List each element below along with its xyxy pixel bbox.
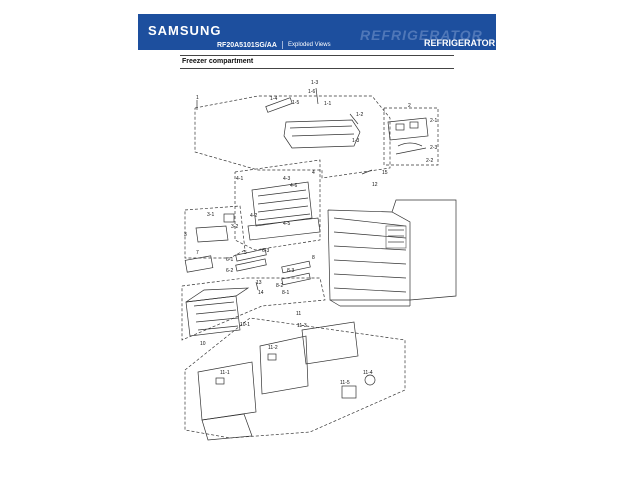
callout-8-2: 8-2 [276, 283, 284, 289]
callout-1-6: 1-6 [308, 89, 316, 95]
callout-11-2: 11-2 [268, 345, 278, 351]
callout-12: 12 [372, 182, 378, 188]
callout-4-2: 4-2 [250, 213, 258, 219]
rear-panel-assembly [197, 321, 376, 441]
callout-7: 7 [196, 250, 199, 256]
callout-10: 10 [200, 341, 206, 347]
group-outline-11 [184, 317, 406, 439]
callout-3: 3 [184, 232, 187, 238]
callout-6-2: 6-2 [226, 268, 234, 274]
ice-maker-tray [265, 97, 361, 149]
callout-4-3: 4-3 [283, 176, 291, 182]
callout-2-3: 2-3 [430, 145, 438, 151]
callout-13: 13 [256, 280, 262, 286]
group-outline-1 [194, 95, 391, 179]
callout-8-1: 8-1 [282, 290, 290, 296]
group-outline-3 [184, 205, 246, 259]
callout-8-3: 8-3 [287, 268, 295, 274]
title-rule-top [180, 55, 454, 56]
wire-basket [185, 287, 250, 337]
callout-11-4: 11-4 [363, 370, 373, 376]
page-header: SAMSUNG RF20A5101SG/AA Exploded Views RE… [138, 14, 496, 50]
ice-bucket [184, 213, 235, 273]
callout-4-6: 4-6 [290, 183, 298, 189]
callout-6-3: 6-3 [262, 248, 270, 254]
callout-14: 14 [258, 290, 264, 296]
section-title: Freezer compartment [182, 58, 254, 65]
callout-11-5: 11-5 [340, 380, 350, 386]
callout-4-5: 4-5 [283, 221, 291, 227]
callout-1: 1 [196, 95, 199, 101]
ice-maker-assembly [387, 117, 429, 155]
view-type-label: Exploded Views [288, 42, 331, 48]
group-outline-lower [181, 277, 326, 341]
group-outline-2 [383, 107, 439, 166]
header-watermark: REFRIGERATOR [360, 27, 483, 43]
callout-1-1: 1-1 [324, 101, 332, 107]
callout-6-1: 6-1 [226, 257, 234, 263]
freezer-shelf-rack [247, 181, 321, 241]
callout-10-1: 10-1 [240, 322, 251, 328]
callout-11: 11 [296, 311, 302, 317]
callout-1-3b: 1-3 [352, 138, 360, 144]
header-separator [282, 41, 283, 49]
group-outline-4 [234, 159, 321, 251]
callout-4: 4 [312, 170, 315, 176]
product-category: REFRIGERATOR [424, 38, 496, 48]
callout-4-1: 4-1 [236, 176, 244, 182]
callout-15: 15 [382, 170, 388, 176]
freezer-cabinet [327, 199, 457, 307]
title-rule-bottom [180, 68, 454, 69]
callout-1-3: 1-3 [311, 80, 319, 86]
callout-1-4: 1-4 [270, 96, 278, 102]
callout-3-1: 3-1 [207, 212, 215, 218]
callout-1-5: 1-5 [292, 100, 300, 106]
brand-logo: SAMSUNG [148, 23, 222, 38]
drawer-rails [235, 248, 311, 286]
callout-11-3: 11-3 [297, 323, 307, 329]
callout-11-1: 11-1 [220, 370, 230, 376]
model-number: RF20A5101SG/AA [217, 42, 277, 49]
callout-2-2: 2-2 [426, 158, 434, 164]
callout-3-2: 3-2 [231, 224, 239, 230]
callout-2-1: 2-1 [430, 118, 438, 124]
callout-2: 2 [408, 103, 411, 109]
callout-5: 5 [244, 250, 247, 256]
callout-8: 8 [312, 255, 315, 261]
callout-1-2: 1-2 [356, 112, 364, 118]
